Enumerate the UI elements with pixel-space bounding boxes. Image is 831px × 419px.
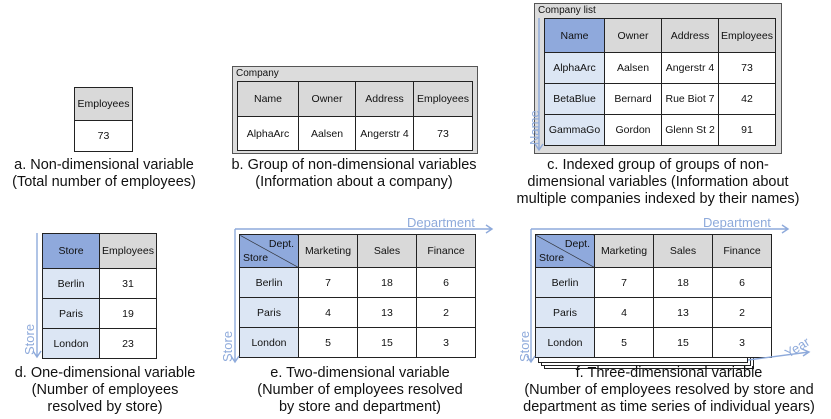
cell: Aalsen [604, 52, 662, 84]
cell: Angerstr 4 [661, 52, 719, 84]
cell: 13 [653, 297, 713, 328]
table-e: Dept. Store Marketing Sales Finance Berl… [239, 234, 476, 358]
caption-a: a. Non-dimensional variable (Total numbe… [12, 157, 196, 190]
table-a: Employees 73 [74, 87, 133, 152]
cell: Gordon [604, 114, 662, 146]
name-axis-arrow [534, 18, 544, 152]
index-cell: AlphaArc [544, 52, 605, 84]
caption-d: d. One-dimensional variable (Number of e… [14, 365, 196, 415]
cell: 2 [712, 297, 772, 328]
header-cell: Employees [413, 81, 473, 117]
value-cell: 73 [74, 120, 133, 152]
caption-c: c. Indexed group of groups of non- dimen… [516, 157, 800, 207]
store-axis-arrow-e [230, 229, 240, 364]
cell: 6 [416, 267, 476, 298]
cell: 15 [653, 327, 713, 358]
cell: 5 [298, 327, 358, 358]
store-axis-arrow-f [526, 229, 536, 364]
year-axis-arrow [747, 348, 811, 361]
index-cell: Berlin [535, 267, 595, 298]
cell: 3 [712, 327, 772, 358]
group-label: Company [236, 68, 279, 79]
cell: 73 [718, 52, 776, 84]
department-axis-label: Department [703, 215, 771, 230]
index-cell: Berlin [239, 267, 299, 298]
cell: 31 [99, 268, 157, 299]
department-axis-label: Department [407, 215, 475, 230]
cell: 4 [298, 297, 358, 328]
store-corner-label: Store [539, 252, 565, 264]
cell: 73 [413, 116, 473, 151]
table-c: Name Owner Address Employees AlphaArc Aa… [544, 18, 776, 146]
header-cell: Marketing [298, 234, 358, 268]
index-cell: BetaBlue [544, 83, 605, 115]
index-cell: Berlin [42, 268, 100, 299]
header-cell: Name [544, 18, 605, 53]
table-b: Name Owner Address Employees AlphaArc Aa… [237, 81, 473, 151]
corner-cell: Dept. Store [239, 234, 299, 268]
cell: 13 [357, 297, 417, 328]
corner-cell: Dept. Store [535, 234, 595, 268]
department-axis-arrow-f [531, 224, 790, 234]
header-cell: Address [355, 81, 414, 117]
caption-e: e. Two-dimensional variable (Number of e… [257, 365, 463, 415]
cell: 19 [99, 298, 157, 329]
cell: 15 [357, 327, 417, 358]
cell: 3 [416, 327, 476, 358]
index-cell: Paris [535, 297, 595, 328]
dept-corner-label: Dept. [268, 238, 294, 250]
store-corner-label: Store [243, 252, 269, 264]
cell: Glenn St 2 [661, 114, 719, 146]
cell: 23 [99, 328, 157, 359]
table-f: Dept. Store Marketing Sales Finance Berl… [535, 234, 772, 358]
table-d: Store Employees Berlin 31 Paris 19 Londo… [42, 233, 157, 359]
department-axis-arrow-e [235, 224, 494, 234]
header-cell: Sales [653, 234, 713, 268]
cell: 18 [653, 267, 713, 298]
header-cell: Employees [74, 87, 133, 121]
caption-b: b. Group of non-dimensional variables (I… [231, 157, 477, 190]
index-cell: Paris [239, 297, 299, 328]
index-cell: London [42, 328, 100, 359]
header-cell: Employees [718, 18, 776, 53]
index-cell: London [239, 327, 299, 358]
header-cell: Employees [99, 233, 157, 269]
header-cell: Name [237, 81, 299, 117]
index-cell: GammaGo [544, 114, 605, 146]
group-label: Company list [538, 5, 596, 16]
index-cell: London [535, 327, 595, 358]
header-cell: Owner [604, 18, 662, 53]
header-cell: Finance [712, 234, 772, 268]
cell: 91 [718, 114, 776, 146]
cell: 7 [594, 267, 654, 298]
store-axis-arrow-d [32, 233, 42, 359]
cell: Aalsen [298, 116, 356, 151]
cell: 2 [416, 297, 476, 328]
header-cell: Sales [357, 234, 417, 268]
dept-corner-label: Dept. [564, 238, 590, 250]
cell: 42 [718, 83, 776, 115]
header-cell: Owner [298, 81, 356, 117]
header-cell: Finance [416, 234, 476, 268]
header-cell: Store [42, 233, 100, 269]
cell: Angerstr 4 [355, 116, 414, 151]
caption-f: f. Three-dimensional variable (Number of… [523, 365, 815, 415]
cell: 5 [594, 327, 654, 358]
index-cell: Paris [42, 298, 100, 329]
